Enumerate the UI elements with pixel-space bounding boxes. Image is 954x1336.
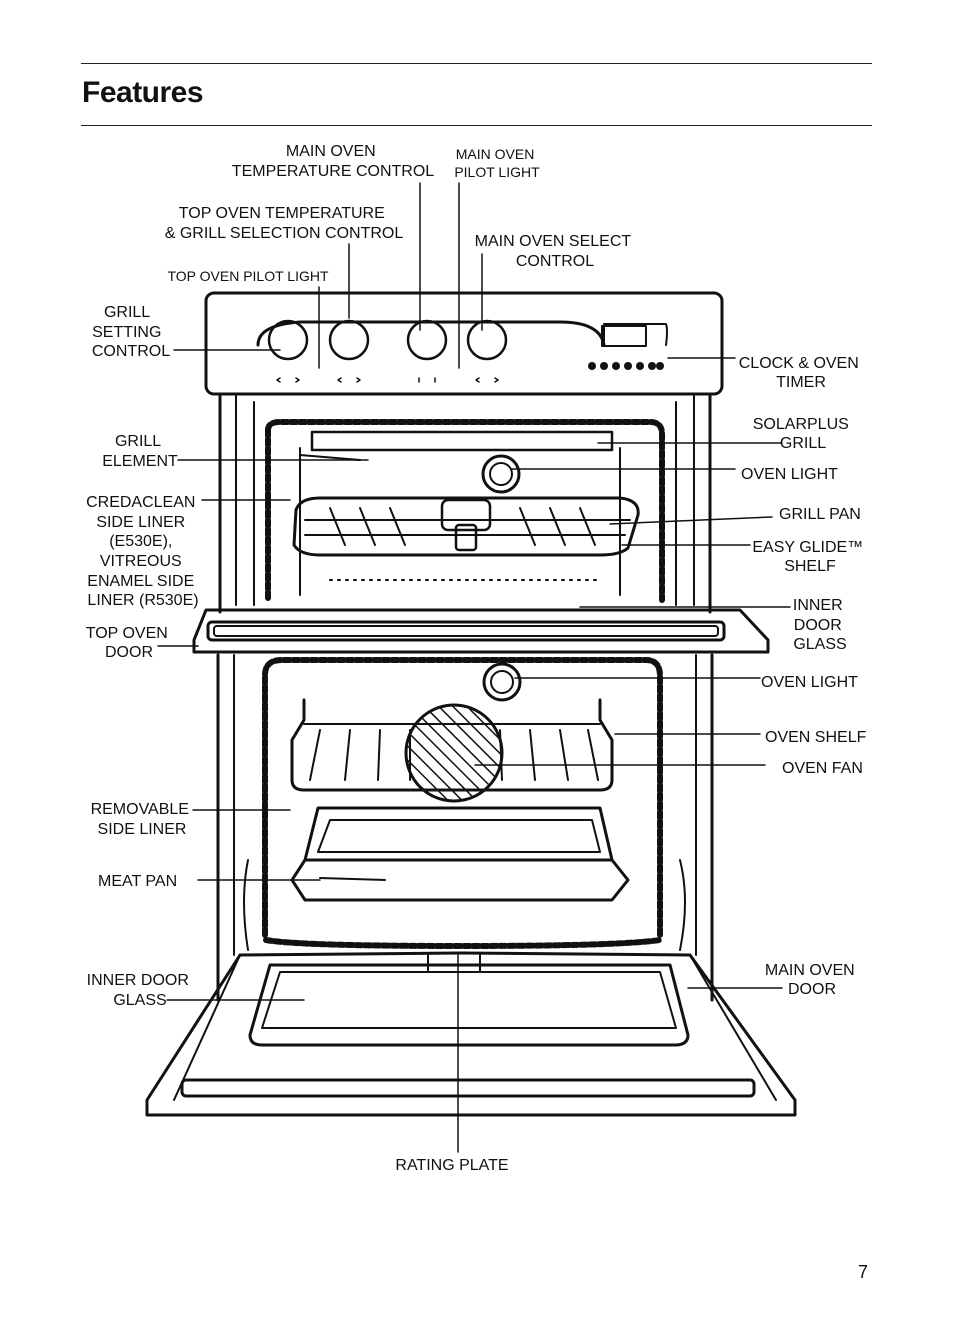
- main-oven-light: [482, 662, 522, 702]
- control-knobs: [267, 319, 508, 361]
- oven-body: [216, 392, 714, 1002]
- grill-pan: [292, 496, 640, 557]
- label-inner-door-glass-main: INNER DOOR GLASS: [87, 972, 194, 1009]
- clock-timer-buttons: [588, 362, 664, 370]
- top-oven-light: [481, 454, 521, 494]
- title-rule: [81, 125, 872, 126]
- leader-lines: [157, 182, 791, 1153]
- label-credaclean-side-liner: CREDACLEAN SIDE LINER (E530E), VITREOUS …: [86, 494, 200, 609]
- label-solarplus-grill: SOLARPLUS GRILL: [753, 416, 854, 452]
- label-main-oven-select-control: MAIN OVEN SELECT CONTROL: [475, 233, 636, 270]
- oven-fan: [404, 703, 504, 803]
- label-oven-shelf: OVEN SHELF: [765, 729, 867, 746]
- label-grill-element: GRILL ELEMENT: [102, 433, 178, 470]
- label-top-oven-temp-grill-control: TOP OVEN TEMPERATURE & GRILL SELECTION C…: [165, 205, 404, 242]
- label-grill-pan: GRILL PAN: [779, 506, 861, 523]
- label-top-oven-door: TOP OVEN DOOR: [86, 625, 173, 661]
- label-grill-setting-control: GRILL SETTING CONTROL: [92, 304, 170, 360]
- top-oven-door: [192, 608, 770, 654]
- label-top-oven-pilot-light: TOP OVEN PILOT LIGHT: [167, 268, 328, 284]
- page-title: Features: [82, 76, 204, 109]
- label-inner-door-glass-top: INNER DOOR GLASS: [793, 597, 847, 653]
- label-oven-light-top: OVEN LIGHT: [741, 466, 838, 483]
- label-easy-glide-shelf: EASY GLIDE™ SHELF: [752, 539, 867, 575]
- label-main-oven-door: MAIN OVEN DOOR: [765, 962, 859, 998]
- label-clock-oven-timer: CLOCK & OVEN TIMER: [739, 355, 863, 391]
- label-main-oven-pilot-light: MAIN OVEN PILOT LIGHT: [454, 146, 540, 180]
- label-oven-light-main: OVEN LIGHT: [761, 674, 858, 691]
- page-number: 7: [858, 1262, 869, 1282]
- top-rule: [81, 63, 872, 64]
- control-panel: [204, 291, 724, 396]
- oven-shelf: [290, 698, 614, 792]
- label-rating-plate: RATING PLATE: [395, 1157, 508, 1174]
- label-main-oven-temp-control: MAIN OVEN TEMPERATURE CONTROL: [232, 143, 434, 180]
- main-oven-door: [145, 951, 797, 1117]
- main-oven-cavity: [243, 657, 686, 951]
- top-oven-cavity: [265, 419, 665, 603]
- label-removable-side-liner: REMOVABLE SIDE LINER: [91, 801, 194, 838]
- label-meat-pan: MEAT PAN: [98, 873, 177, 890]
- meat-pan: [290, 806, 630, 902]
- label-oven-fan: OVEN FAN: [782, 760, 863, 777]
- knob-indicators: [276, 377, 499, 383]
